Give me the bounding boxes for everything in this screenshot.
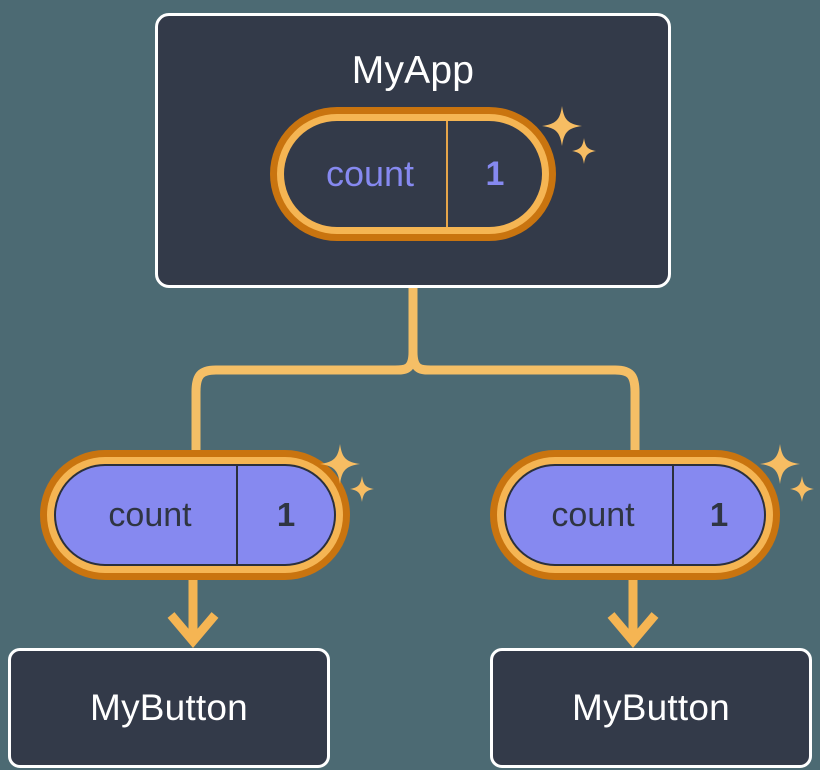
component-title-myapp: MyApp xyxy=(351,49,475,92)
state-pill-ring: count 1 xyxy=(497,457,773,573)
connector-fork-right xyxy=(408,347,640,460)
component-title-mybutton: MyButton xyxy=(572,687,730,728)
connector-fork-left xyxy=(191,347,418,460)
component-box-mybutton-left[interactable]: MyButton xyxy=(8,648,330,768)
sparkle-small-icon xyxy=(350,476,374,502)
state-value-label: 1 xyxy=(446,121,542,227)
state-pill-body: count 1 xyxy=(284,121,542,227)
state-pill-child-left[interactable]: count 1 xyxy=(40,450,350,580)
state-pill-ring: count 1 xyxy=(47,457,343,573)
arrow-head-left xyxy=(167,612,219,648)
arrow-head-right xyxy=(607,612,659,648)
state-value-label: 1 xyxy=(672,466,764,564)
component-title-mybutton: MyButton xyxy=(90,687,248,728)
state-pill-ring: count 1 xyxy=(277,114,549,234)
state-pill-child-right[interactable]: count 1 xyxy=(490,450,780,580)
state-pill-myapp[interactable]: count 1 xyxy=(270,107,556,241)
state-key-label: count xyxy=(108,495,192,534)
state-pill-body: count 1 xyxy=(504,464,766,566)
state-key-label: count xyxy=(325,153,415,194)
component-box-mybutton-right[interactable]: MyButton xyxy=(490,648,812,768)
state-pill-body: count 1 xyxy=(54,464,336,566)
sparkle-small-icon xyxy=(790,476,814,502)
state-key-label: count xyxy=(551,495,635,534)
state-value-label: 1 xyxy=(236,466,334,564)
